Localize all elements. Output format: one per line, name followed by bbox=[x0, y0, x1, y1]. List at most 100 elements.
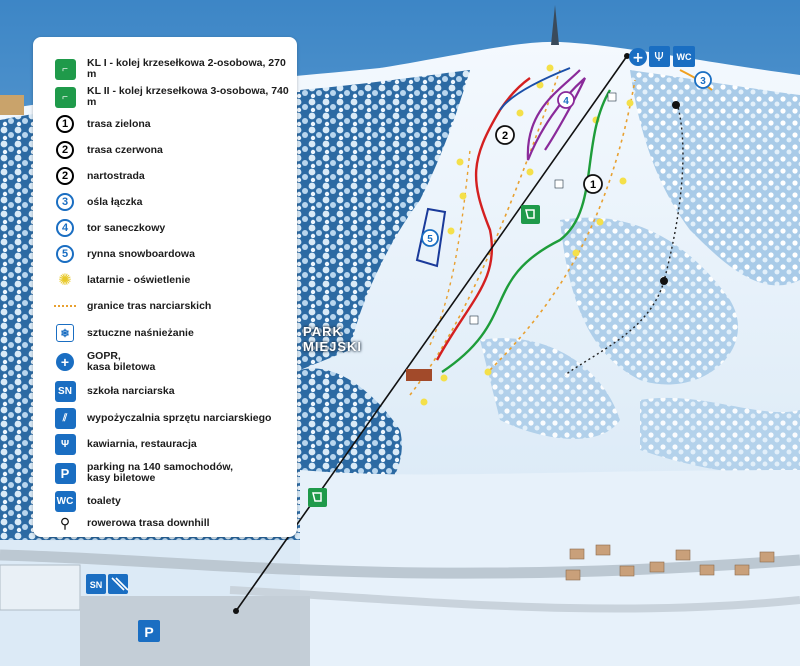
legend-label: szkoła narciarska bbox=[87, 384, 175, 397]
legend-route-green: 1 trasa zielona bbox=[53, 112, 293, 136]
route-green bbox=[441, 89, 612, 373]
legend-label: rynna snowboardowa bbox=[87, 247, 195, 260]
mid-station-building bbox=[406, 369, 432, 381]
svg-text:Ψ: Ψ bbox=[654, 50, 663, 64]
marker-route-3: 3 bbox=[694, 71, 712, 89]
marker-route-5: 5 bbox=[421, 229, 439, 247]
legend-panel: ⌐ KL I - kolej krzesełkowa 2-osobowa, 27… bbox=[33, 37, 297, 537]
legend-label: KL I - kolej krzesełkowa 2-osobowa, 270 … bbox=[87, 57, 286, 80]
park-label: PARK MIEJSKI bbox=[303, 324, 363, 354]
ski-school-icon: SN bbox=[54, 380, 76, 402]
legend-label: tor saneczkowy bbox=[87, 221, 166, 234]
lower-right-forest bbox=[480, 338, 620, 439]
legend-nursery: 3 ośla łączka bbox=[53, 190, 293, 214]
svg-text:+: + bbox=[632, 50, 644, 66]
cafe-icon: Ψ bbox=[54, 433, 76, 455]
svg-text:3: 3 bbox=[700, 76, 706, 87]
marker-route-1: 1 bbox=[583, 174, 603, 194]
snowmaking-markers bbox=[469, 92, 617, 325]
legend-route-red: 2 trasa czerwona bbox=[53, 138, 293, 162]
ski-rental-icon bbox=[111, 577, 129, 591]
lamp-icon: ✺ bbox=[58, 272, 72, 289]
legend-chairlift-2: ⌐ KL I - kolej krzesełkowa 2-osobowa, 27… bbox=[53, 57, 293, 81]
legend-label: latarnie - oświetlenie bbox=[87, 273, 191, 286]
wc-icon: WC bbox=[54, 490, 76, 512]
upper-forest bbox=[300, 70, 470, 370]
route-1-icon: 1 bbox=[56, 115, 74, 133]
legend-label: ośla łączka bbox=[87, 195, 143, 208]
legend-cafe: Ψ kawiarnia, restauracja bbox=[53, 432, 293, 456]
legend-label: trasa zielona bbox=[87, 117, 151, 130]
chairlift-3-icon: ⌐ bbox=[54, 86, 76, 108]
parking-lot bbox=[80, 596, 310, 666]
village-houses bbox=[565, 544, 775, 581]
legend-label: trasa czerwona bbox=[87, 143, 163, 156]
legend-ski-rental: ⫽ wypożyczalnia sprzętu narciarskiego bbox=[53, 406, 293, 430]
legend-label: wypożyczalnia sprzętu narciarskiego bbox=[87, 411, 272, 424]
road-main bbox=[0, 549, 800, 579]
wc-marker bbox=[673, 46, 695, 67]
parking-marker bbox=[138, 620, 160, 642]
snowmaking-icon: ❄ bbox=[56, 324, 74, 342]
legend-label: nartostrada bbox=[87, 169, 145, 182]
route-snowboard bbox=[415, 207, 447, 268]
legend-label: toalety bbox=[87, 494, 121, 507]
tv-tower bbox=[551, 5, 559, 45]
mid-right-forest bbox=[560, 217, 738, 385]
gopr-marker bbox=[629, 48, 647, 66]
ski-rental-icon: ⫽ bbox=[54, 407, 76, 429]
legend-wc: WC toalety bbox=[53, 489, 293, 513]
legend-snowmaking: ❄ sztuczne naśnieżanie bbox=[53, 321, 293, 345]
legend-chairlift-3: ⌐ KL II - kolej krzesełkowa 3-osobowa, 7… bbox=[53, 85, 293, 109]
bike-icon: ⚲ bbox=[59, 514, 71, 531]
legend-nartostrada: 2 nartostrada bbox=[53, 164, 293, 188]
legend-bike: ⚲ rowerowa trasa downhill bbox=[53, 511, 293, 535]
chairlift-bottom bbox=[233, 608, 239, 614]
svg-text:2: 2 bbox=[502, 130, 508, 142]
gopr-icon: + bbox=[56, 353, 74, 371]
legend-label: kawiarnia, restauracja bbox=[87, 437, 197, 450]
cafe-marker bbox=[649, 46, 670, 67]
legend-gopr: + GOPR, kasa biletowa bbox=[53, 347, 293, 377]
legend-lamps: ✺ latarnie - oświetlenie bbox=[53, 268, 293, 292]
legend-sledge: 4 tor saneczkowy bbox=[53, 216, 293, 240]
legend-label: sztuczne naśnieżanie bbox=[87, 326, 194, 339]
legend-boundary: granice tras narciarskich bbox=[53, 294, 293, 318]
svg-text:1: 1 bbox=[590, 179, 596, 191]
svg-text:4: 4 bbox=[563, 96, 569, 107]
legend-label: parking na 140 samochodów, kasy biletowe bbox=[87, 461, 234, 484]
lower-building bbox=[0, 564, 81, 611]
svg-text:5: 5 bbox=[427, 234, 433, 245]
chairlift-top bbox=[624, 53, 630, 59]
ski-school-marker bbox=[86, 574, 106, 594]
chairlift-2-icon: ⌐ bbox=[54, 58, 76, 80]
legend-snowboard: 5 rynna snowboardowa bbox=[53, 242, 293, 266]
route-3-icon: 3 bbox=[56, 193, 74, 211]
marker-route-4: 4 bbox=[557, 91, 575, 109]
road-lower bbox=[229, 586, 800, 613]
far-right-trees bbox=[640, 397, 800, 474]
legend-parking: P parking na 140 samochodów, kasy bileto… bbox=[53, 458, 293, 488]
castle bbox=[0, 95, 24, 115]
bike-markers bbox=[660, 101, 680, 285]
route-2-icon: 2 bbox=[56, 141, 74, 159]
legend-label: GOPR, kasa biletowa bbox=[87, 350, 156, 373]
wc-badge: WC bbox=[677, 52, 692, 62]
legend-label: granice tras narciarskich bbox=[87, 299, 212, 312]
right-forest bbox=[630, 70, 800, 286]
parking-badge: P bbox=[144, 624, 153, 640]
route-blue bbox=[499, 67, 571, 111]
route-red bbox=[435, 77, 531, 361]
parking-icon: P bbox=[54, 462, 76, 484]
route-5-icon: 5 bbox=[56, 245, 74, 263]
boundary-icon bbox=[54, 305, 76, 307]
sn-badge: SN bbox=[90, 580, 103, 590]
route-sledge bbox=[526, 69, 587, 161]
route-2-icon: 2 bbox=[56, 167, 74, 185]
legend-label: rowerowa trasa downhill bbox=[87, 516, 210, 529]
boundary-left bbox=[409, 69, 561, 396]
marker-route-2: 2 bbox=[495, 125, 515, 145]
boundary-right bbox=[489, 79, 636, 371]
chairlift-marker-lower bbox=[308, 488, 327, 507]
